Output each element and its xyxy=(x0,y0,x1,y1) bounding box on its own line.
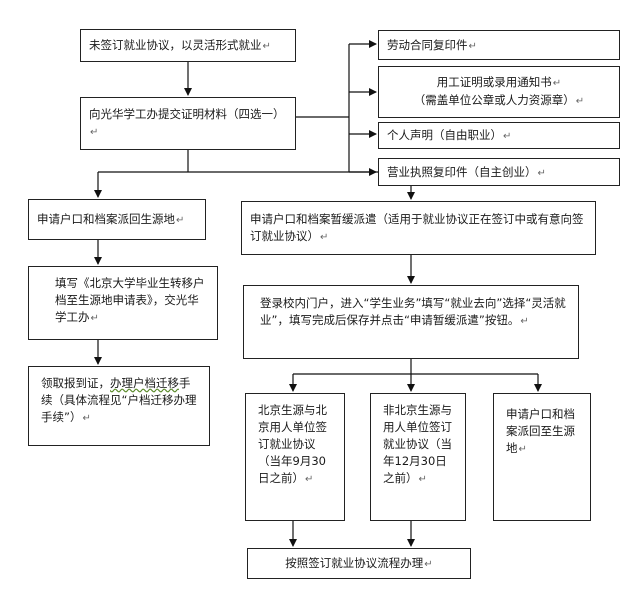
node-option-business-license: 营业执照复印件（自主创业）↵ xyxy=(378,158,620,186)
node-return-origin-sub: 申请户口和档案派回至生源地↵ xyxy=(493,393,591,521)
node-option-labor-contract: 劳动合同复印件↵ xyxy=(378,30,620,60)
paragraph-mark: ↵ xyxy=(418,474,427,485)
node-final: 按照签订就业协议流程办理↵ xyxy=(247,548,471,579)
left2-label: 填写《北京大学毕业生转移户档至生源地申请表》，交光华学工办 xyxy=(55,276,205,324)
node-defer-dispatch: 申请户口和档案暂缓派遣（适用于就业协议正在签订中或有意向签订就业协议）↵ xyxy=(241,201,596,255)
option-4-label: 营业执照复印件（自主创业） xyxy=(387,165,537,179)
option-2-label-a: 用工证明或录用通知书 xyxy=(436,75,552,89)
paragraph-mark: ↵ xyxy=(537,168,546,179)
paragraph-mark: ↵ xyxy=(176,215,185,226)
paragraph-mark: ↵ xyxy=(305,474,314,485)
paragraph-mark: ↵ xyxy=(503,131,512,142)
node-option-employment-proof: 用工证明或录用通知书↵ （需盖单位公章或人力资源章）↵ xyxy=(378,66,620,118)
node-option-personal-statement: 个人声明（自由职业）↵ xyxy=(378,122,620,149)
left3-label-a: 领取报到证， xyxy=(41,376,110,390)
sub2-label: 非北京生源与用人单位签订就业协议（当年12月30日之前） xyxy=(383,403,452,485)
paragraph-mark: ↵ xyxy=(575,96,585,107)
sub1-label: 北京生源与北京用人单位签订就业协议（当年9月30日之前） xyxy=(258,403,327,485)
left1-label: 申请户口和档案派回生源地 xyxy=(37,212,175,226)
node-collect-registration: 领取报到证，办理户档迁移手续（具体流程见“户档迁移办理手续”）↵ xyxy=(28,366,210,446)
node-non-beijing-origin: 非北京生源与用人单位签订就业协议（当年12月30日之前）↵ xyxy=(370,393,466,521)
node-return-origin: 申请户口和档案派回生源地↵ xyxy=(28,199,206,240)
paragraph-mark: ↵ xyxy=(518,444,527,455)
paragraph-mark: ↵ xyxy=(90,127,99,138)
node-start: 未签订就业协议，以灵活形式就业↵ xyxy=(80,29,296,62)
paragraph-mark: ↵ xyxy=(262,41,271,52)
paragraph-mark: ↵ xyxy=(520,316,529,327)
paragraph-mark: ↵ xyxy=(82,413,91,424)
final-label: 按照签订就业协议流程办理 xyxy=(285,556,424,570)
node-submit: 向光华学工办提交证明材料（四选一） ↵ xyxy=(80,97,296,150)
node-beijing-origin: 北京生源与北京用人单位签订就业协议（当年9月30日之前）↵ xyxy=(245,393,345,521)
left3-label-c: 手续（具体流程见“户档迁移办理手续”） xyxy=(41,376,197,424)
right2-label: 登录校内门户，进入“学生业务”填写“就业去向”选择“灵活就业”，填写完成后保存并… xyxy=(260,296,566,327)
paragraph-mark: ↵ xyxy=(424,559,433,570)
paragraph-mark: ↵ xyxy=(90,313,99,324)
left3-label-b: 办理户档迁移 xyxy=(110,376,179,390)
node-start-label: 未签订就业协议，以灵活形式就业 xyxy=(89,38,262,52)
option-3-label: 个人声明（自由职业） xyxy=(387,128,502,142)
right1-label: 申请户口和档案暂缓派遣（适用于就业协议正在签订中或有意向签订就业协议） xyxy=(250,212,584,243)
node-portal-login: 登录校内门户，进入“学生业务”填写“就业去向”选择“灵活就业”，填写完成后保存并… xyxy=(243,285,579,359)
option-1-label: 劳动合同复印件 xyxy=(387,38,468,52)
node-fill-application: 填写《北京大学毕业生转移户档至生源地申请表》，交光华学工办↵ xyxy=(28,266,218,340)
paragraph-mark: ↵ xyxy=(320,232,329,243)
sub3-label: 申请户口和档案派回至生源地 xyxy=(506,407,575,455)
paragraph-mark: ↵ xyxy=(468,41,477,52)
node-submit-label: 向光华学工办提交证明材料（四选一） xyxy=(89,107,285,121)
option-2-label-b: （需盖单位公章或人力资源章） xyxy=(413,93,575,107)
paragraph-mark: ↵ xyxy=(552,78,562,89)
